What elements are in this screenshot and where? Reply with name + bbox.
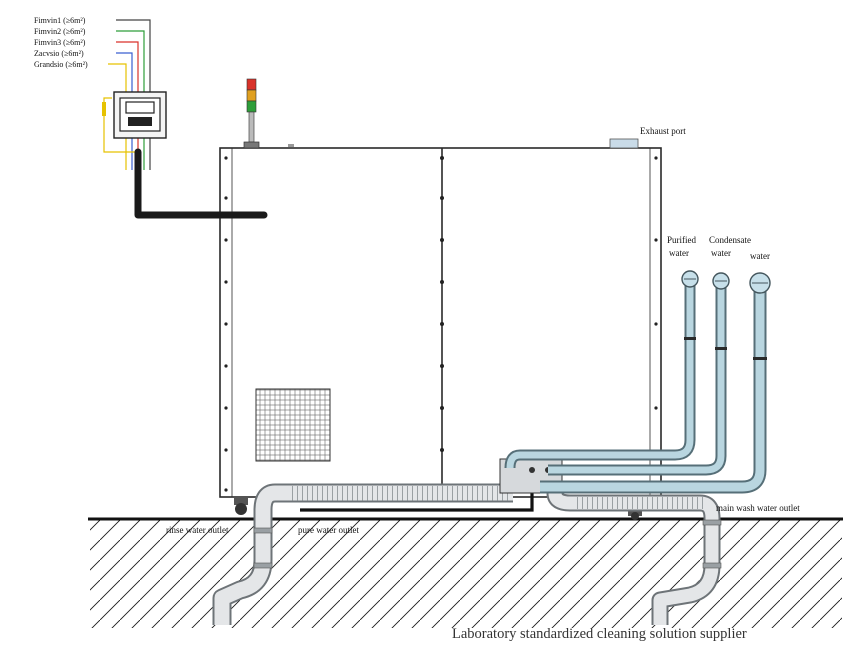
pure-water-outlet-label: pure water outlet bbox=[298, 525, 359, 535]
exhaust-port-label: Exhaust port bbox=[640, 126, 686, 136]
power-conduit bbox=[134, 148, 268, 219]
power-wire bbox=[108, 63, 127, 170]
ground-hatching bbox=[88, 517, 843, 628]
ventilation-grille bbox=[255, 388, 331, 462]
condensate-water-label-line2: water bbox=[711, 248, 731, 258]
condensate-water-label-line1: Condensate bbox=[709, 235, 751, 245]
power-line-label: Fimvin2 (≥6m²) bbox=[34, 27, 86, 36]
drain-piping bbox=[212, 483, 722, 625]
power-line-label: Grandsio (≥6m²) bbox=[34, 60, 88, 69]
power-wire bbox=[116, 52, 133, 170]
power-wire bbox=[116, 30, 145, 170]
washer-cabinet bbox=[219, 147, 662, 498]
signal-tower bbox=[243, 78, 260, 149]
caster-wheels bbox=[234, 497, 642, 520]
caption: Laboratory standardized cleaning solutio… bbox=[452, 626, 747, 642]
power-line-label: Fimvin1 (≥6m²) bbox=[34, 16, 86, 25]
supply-pipes bbox=[504, 285, 767, 494]
main-wash-water-outlet-label: main wash water outlet bbox=[716, 503, 800, 513]
rinse-water-outlet-label: rinse water outlet bbox=[166, 525, 229, 535]
power-cable-bundle bbox=[108, 19, 151, 170]
exhaust-port bbox=[609, 138, 639, 149]
power-line-labels: Fimvin1 (≥6m²) Fimvin2 (≥6m²) Fimvin3 (≥6m… bbox=[34, 16, 88, 69]
power-line-label: Zacvsio (≥6m²) bbox=[34, 49, 84, 58]
water-label: water bbox=[750, 251, 770, 261]
purified-water-label-line1: Purified bbox=[667, 235, 696, 245]
pipe-collars bbox=[684, 337, 767, 360]
water-valves bbox=[681, 270, 771, 294]
purified-water-label-line2: water bbox=[669, 248, 689, 258]
power-wire bbox=[116, 19, 151, 170]
power-line-label: Fimvin3 (≥6m²) bbox=[34, 38, 86, 47]
